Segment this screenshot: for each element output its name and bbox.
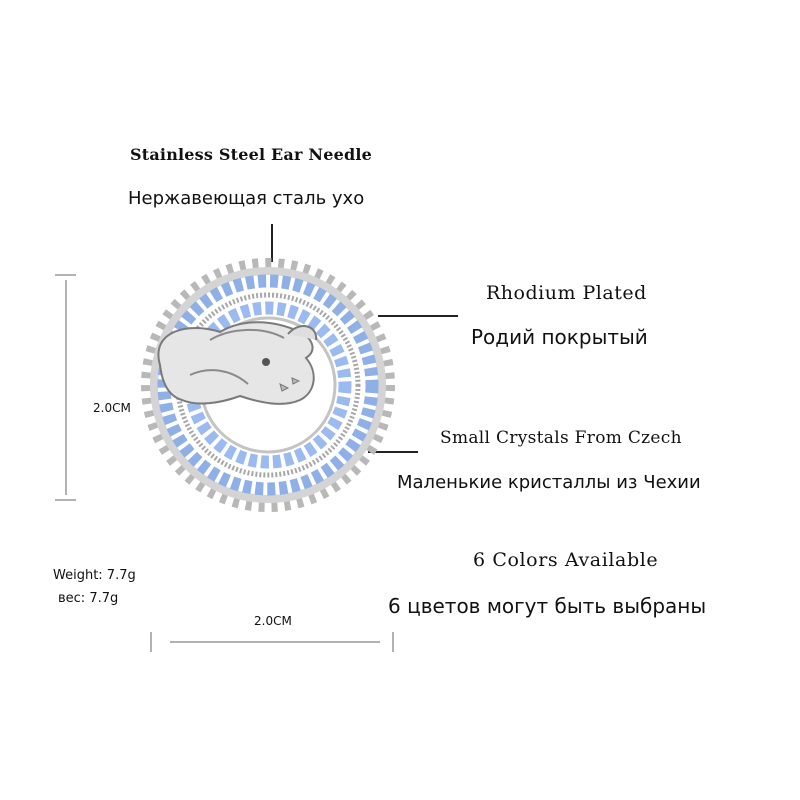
dragon-horn <box>287 325 318 341</box>
dragon-jaw <box>189 369 249 385</box>
dragon-teeth <box>279 377 301 392</box>
dragon-eye <box>262 358 270 366</box>
crystals-label-ru: Маленькие кристаллы из Чехии <box>397 472 701 493</box>
height-dimension-label: 2.0CM <box>93 401 131 415</box>
earring-spiked-rim <box>141 258 395 512</box>
colors-label-ru: 6 цветов могут быть выбраны <box>388 594 707 618</box>
dragon-earring <box>141 258 395 512</box>
needle-label: Stainless Steel Ear Needle <box>130 145 373 164</box>
weight-label: Weight: 7.7g <box>53 568 136 583</box>
earring-crystal-outer-ring <box>157 274 379 496</box>
dragon-brow <box>209 328 285 341</box>
width-dimension <box>150 632 394 652</box>
crystals-label: Small Crystals From Czech <box>440 428 682 448</box>
rhodium-label-ru: Родий покрытый <box>471 325 648 349</box>
height-dimension <box>55 274 76 501</box>
weight-label-ru: вес: 7.7g <box>58 591 119 606</box>
needle-label-ru: Нержавеющая сталь ухо <box>128 188 365 209</box>
earring-milgrain-ring <box>175 292 361 478</box>
width-dimension-label: 2.0CM <box>254 614 292 628</box>
rhodium-label: Rhodium Plated <box>486 282 647 304</box>
earring-outer-band <box>150 267 386 503</box>
colors-label: 6 Colors Available <box>473 549 659 571</box>
dragon-head <box>157 321 315 405</box>
